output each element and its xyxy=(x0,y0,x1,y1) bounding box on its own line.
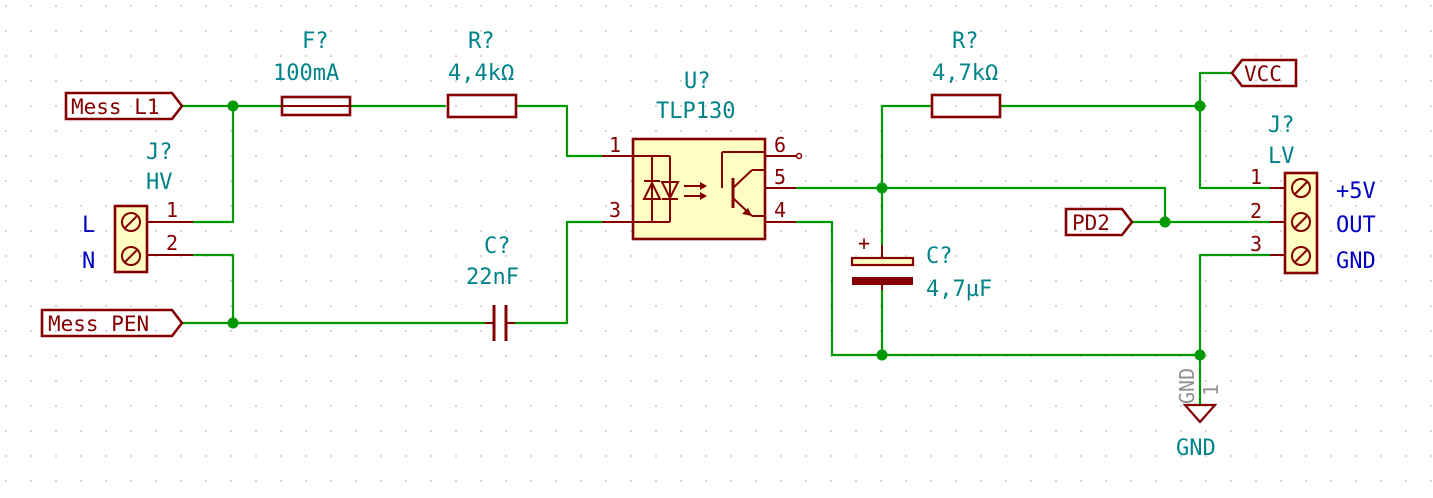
fuse-value: 100mA xyxy=(273,61,339,86)
capacitor-input-ref: C? xyxy=(484,234,511,259)
note-5v: +5V xyxy=(1336,179,1376,204)
connector-hv-ref: J? xyxy=(146,140,173,165)
capacitor-elko-polarity: + xyxy=(858,231,870,255)
connector-lv-value: LV xyxy=(1268,144,1295,169)
label-mess-pen[interactable]: Mess_PEN xyxy=(40,308,184,338)
resistor-input-value: 4,4kΩ xyxy=(448,61,514,86)
resistor-input[interactable]: R? 4,4kΩ xyxy=(446,29,518,119)
label-vcc[interactable]: VCC xyxy=(1230,58,1298,88)
optocoupler-pin3: 3 xyxy=(609,198,621,222)
resistor-input-ref: R? xyxy=(468,29,495,54)
connector-lv[interactable]: J? LV 1 2 3 +5V OUT GND xyxy=(1250,113,1376,275)
optocoupler-pin5: 5 xyxy=(774,165,786,189)
connector-hv[interactable]: J? HV 1 2 L N xyxy=(82,140,193,274)
ground-symbol-value: GND xyxy=(1176,436,1216,461)
optocoupler-value: TLP130 xyxy=(656,99,735,124)
capacitor-elko[interactable]: + C? 4,7µF xyxy=(850,231,992,302)
optocoupler-pin1: 1 xyxy=(609,133,621,157)
capacitor-input[interactable]: C? 22nF xyxy=(466,234,519,341)
optocoupler-ref: U? xyxy=(684,69,711,94)
resistor-pullup[interactable]: R? 4,7kΩ xyxy=(930,29,1002,119)
label-vcc-text: VCC xyxy=(1244,62,1282,86)
connector-hv-pin1: 1 xyxy=(166,198,178,222)
connector-lv-pin3: 3 xyxy=(1250,232,1262,256)
ground-symbol-pin: 1 xyxy=(1199,384,1223,396)
ground-symbol-ref: GND xyxy=(1175,368,1199,404)
optocoupler-pin6: 6 xyxy=(774,133,786,157)
connector-lv-ref: J? xyxy=(1268,113,1295,138)
label-mess-l1[interactable]: Mess_L1 xyxy=(64,91,184,121)
connector-hv-pin2: 2 xyxy=(166,231,178,255)
capacitor-elko-ref: C? xyxy=(926,244,953,269)
optocoupler[interactable]: U? TLP130 1 3 6 5 4 xyxy=(602,69,803,241)
junctions xyxy=(227,100,1206,361)
label-pd2[interactable]: PD2 xyxy=(1064,207,1134,237)
label-mess-pen-text: Mess_PEN xyxy=(48,312,149,336)
connector-lv-pin2: 2 xyxy=(1250,199,1262,223)
resistor-pullup-ref: R? xyxy=(952,29,979,54)
resistor-pullup-value: 4,7kΩ xyxy=(932,61,998,86)
note-out: OUT xyxy=(1336,213,1376,238)
wires xyxy=(180,71,1272,407)
note-n: N xyxy=(82,249,95,274)
note-gnd: GND xyxy=(1336,249,1376,274)
connector-hv-value: HV xyxy=(146,170,173,195)
label-mess-l1-text: Mess_L1 xyxy=(71,95,160,119)
note-l: L xyxy=(82,213,95,238)
label-pd2-text: PD2 xyxy=(1072,211,1110,235)
capacitor-elko-value: 4,7µF xyxy=(926,277,992,302)
capacitor-input-value: 22nF xyxy=(466,265,519,290)
optocoupler-pin4: 4 xyxy=(774,198,786,222)
fuse[interactable]: F? 100mA xyxy=(273,29,352,117)
ground-symbol[interactable]: GND 1 GND xyxy=(1175,368,1223,461)
fuse-ref: F? xyxy=(302,29,329,54)
connector-lv-pin1: 1 xyxy=(1250,165,1262,189)
